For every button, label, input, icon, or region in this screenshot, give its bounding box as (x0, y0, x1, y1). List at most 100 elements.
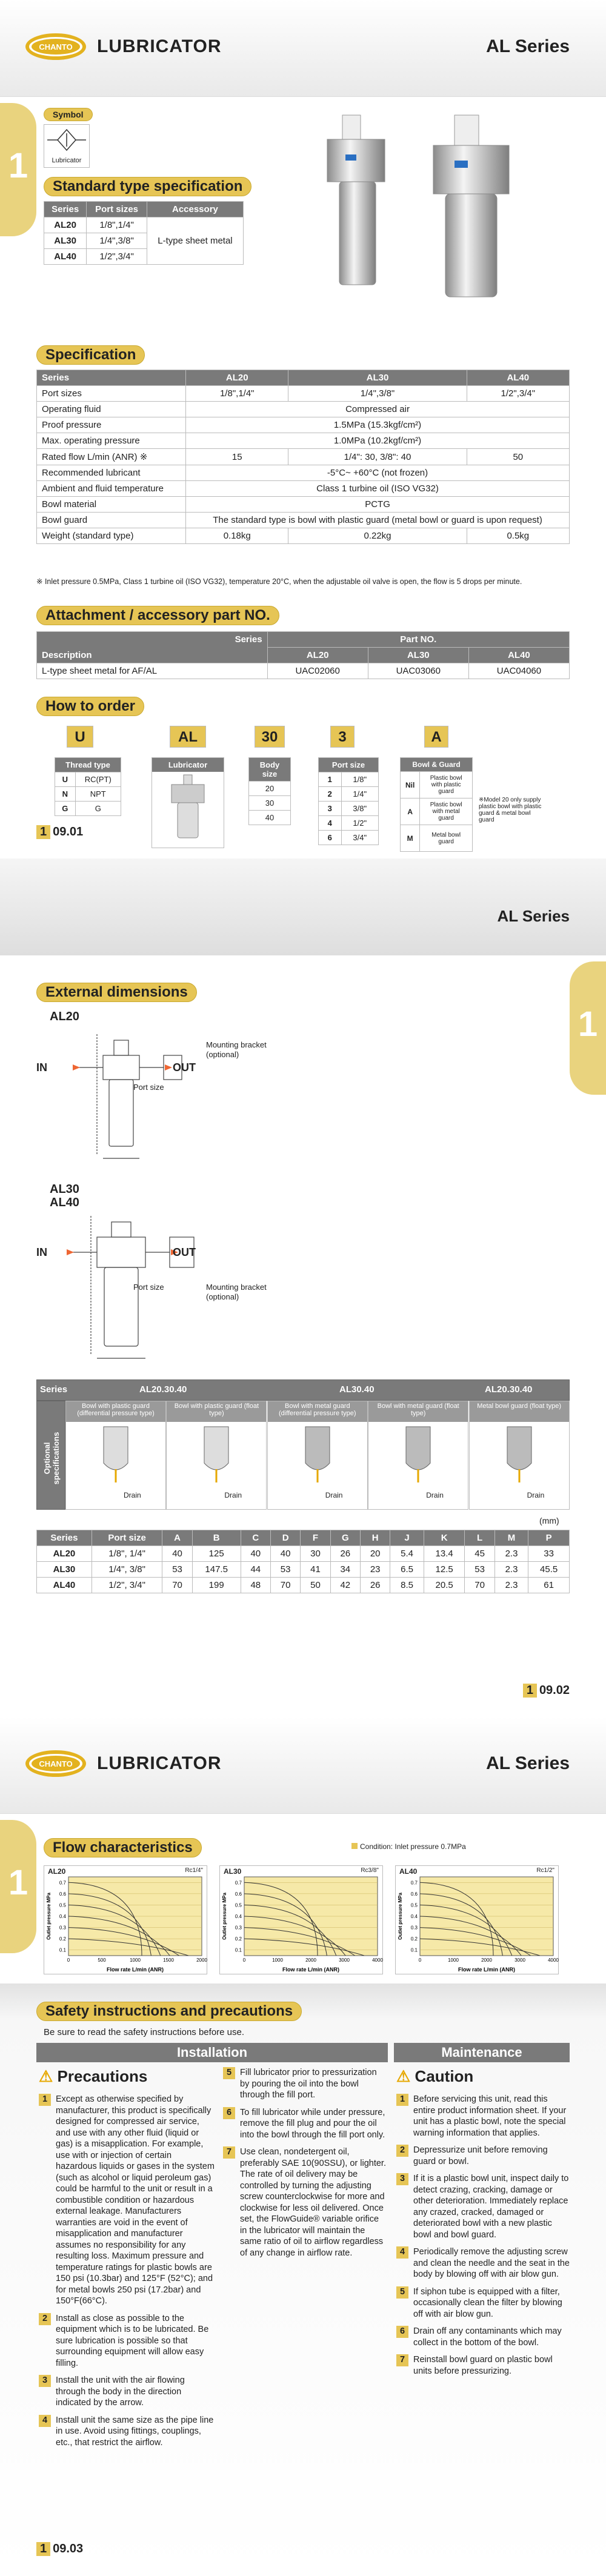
optional-spec-column: Bowl with metal guard (float type)Drain (368, 1401, 469, 1510)
section-tab: 1 (0, 103, 36, 236)
x-tick-label: 0 (67, 1957, 70, 1963)
svg-text:CHANTO: CHANTO (39, 42, 72, 51)
bracket-label: Mounting bracket (206, 1040, 267, 1049)
x-tick-label: 3000 (514, 1957, 525, 1963)
flow-curve (419, 1893, 503, 1956)
x-tick-label: 0 (419, 1957, 422, 1963)
flow-curve (68, 1882, 142, 1956)
bowl-icon (305, 1426, 330, 1482)
flow-curve (419, 1938, 541, 1956)
y-tick-label: 0.7 (411, 1880, 418, 1885)
y-tick-label: 0.4 (59, 1914, 67, 1919)
x-tick-label: 2000 (481, 1957, 492, 1963)
chart-title: AL20 (48, 1867, 66, 1876)
series-name: AL Series (497, 907, 570, 925)
y-axis-label: Outlet pressure MPa (46, 1893, 52, 1940)
x-tick-label: 2000 (196, 1957, 207, 1963)
drain-label: Drain (426, 1491, 444, 1499)
y-tick-label: 0.5 (59, 1902, 67, 1908)
y-tick-label: 0.7 (235, 1880, 242, 1885)
series-name: AL Series (486, 36, 570, 56)
x-axis-label: Flow rate L/min (ANR) (107, 1967, 164, 1973)
chanto-logo: CHANTO (25, 33, 86, 60)
flow-curve (68, 1916, 170, 1956)
flow-curve (244, 1916, 346, 1956)
optional-spec-column: Bowl with metal guard (differential pres… (267, 1401, 368, 1510)
maintenance-header: Maintenance (394, 2043, 570, 2062)
y-tick-label: 0.1 (235, 1948, 242, 1953)
chart-port: Rc1/4" (185, 1867, 203, 1874)
flow-curve (244, 1938, 365, 1956)
section-tab: 1 (570, 961, 606, 1095)
y-tick-label: 0.7 (59, 1880, 67, 1885)
svg-text:CHANTO: CHANTO (39, 1759, 72, 1768)
al30-label: AL30 (50, 1183, 79, 1196)
x-tick-label: 1500 (163, 1957, 174, 1963)
bowl-note: ※Model 20 only supply plastic bowl with … (479, 797, 542, 823)
product-photo (327, 115, 510, 297)
x-tick-label: 1000 (448, 1957, 459, 1963)
x-axis-label: Flow rate L/min (ANR) (282, 1967, 339, 1973)
bowl-icon (204, 1426, 229, 1482)
drain-label: Drain (224, 1491, 242, 1499)
installation-header: Installation (36, 2043, 388, 2062)
optional-spec-column: Bowl with plastic guard (float type)Drai… (166, 1401, 267, 1510)
port-size-label: Port size (133, 1083, 164, 1092)
accessory-cell: L-type sheet metal (146, 217, 244, 265)
y-tick-label: 0.2 (411, 1936, 418, 1942)
series-name: AL Series (486, 1753, 570, 1773)
y-tick-label: 0.4 (235, 1914, 242, 1919)
attachment-heading: Attachment / accessory part NO. (36, 606, 279, 625)
chart-port: Rc3/8" (361, 1867, 379, 1874)
symbol-box: Lubricator (44, 124, 90, 168)
x-axis-label: Flow rate L/min (ANR) (458, 1967, 515, 1973)
page-header-band (0, 858, 606, 955)
drain-label: Drain (325, 1491, 343, 1499)
flow-curve (244, 1927, 355, 1956)
y-tick-label: 0.1 (411, 1948, 418, 1953)
page-2: AL Series 1 External dimensions AL20 IN … (0, 858, 606, 1717)
y-tick-label: 0.6 (411, 1891, 418, 1897)
warning-icon: ⚠ (396, 2067, 411, 2085)
y-tick-label: 0.2 (59, 1936, 67, 1942)
warning-icon: ⚠ (39, 2067, 53, 2085)
al30-40-dimension-drawing (67, 1216, 195, 1359)
safety-intro: Be sure to read the safety instructions … (44, 2027, 245, 2037)
y-tick-label: 0.3 (411, 1925, 418, 1931)
flow-curve (419, 1916, 522, 1956)
x-tick-label: 0 (243, 1957, 246, 1963)
page-title: LUBRICATOR (97, 1753, 222, 1773)
bracket-optional-label: (optional) (206, 1050, 239, 1059)
bracket-label-2: Mounting bracket (206, 1283, 267, 1292)
bracket-optional-label-2: (optional) (206, 1292, 239, 1301)
order-heading: How to order (36, 697, 144, 716)
